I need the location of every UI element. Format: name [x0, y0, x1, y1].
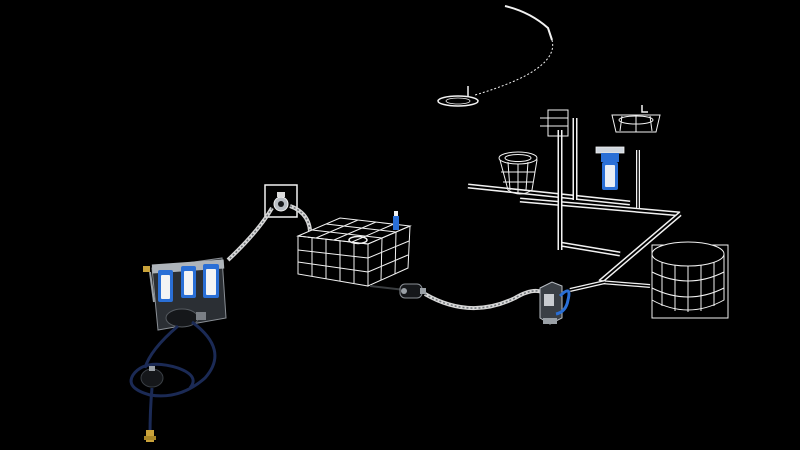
brass-fitting-icon: [144, 430, 156, 442]
pressure-switch-icon: [539, 281, 571, 325]
faucet-spout: [641, 105, 648, 113]
basin-mesh-ring: [651, 271, 725, 282]
basin-mesh-ring: [651, 287, 725, 298]
pipe-horizontal-mid: [519, 197, 681, 217]
tank-grid-line: [380, 237, 383, 281]
filter-cartridge-2: [184, 271, 193, 295]
fitting-nut: [144, 436, 156, 440]
pipe-diagonal: [598, 212, 682, 284]
hose-loop: [143, 324, 179, 369]
filter-head: [595, 146, 625, 154]
pipe-line: [569, 281, 606, 291]
bracket-plate: [547, 109, 569, 137]
hose-path: [424, 288, 543, 310]
accumulator-ball-icon: [140, 366, 164, 388]
pipe-line: [599, 213, 681, 283]
shower-rose-inner: [445, 97, 471, 105]
switch-label: [544, 294, 554, 306]
accumulator-body: [140, 368, 164, 388]
pipe-network: [467, 118, 682, 292]
shower-hose: [474, 39, 554, 96]
toilet-mesh: [525, 161, 529, 191]
faucet-outlet: [278, 201, 284, 207]
pipe-to-basin: [599, 280, 651, 288]
tank-grid-line: [351, 223, 395, 243]
faucet-handle: [277, 192, 285, 197]
pump-icon: [369, 283, 426, 299]
pipe-horizontal-upper: [467, 183, 631, 206]
filter-pump-fitting: [196, 312, 206, 320]
pump-end: [401, 288, 407, 294]
switch-blue-hose: [555, 289, 571, 316]
accumulator-valve: [149, 366, 155, 371]
tank-grid-line: [367, 240, 410, 259]
shower-head-icon: [437, 5, 554, 107]
hose-path: [226, 206, 274, 262]
filter-inlet-fitting: [143, 266, 150, 272]
switch-base: [543, 318, 557, 324]
tank-grid-line: [315, 219, 359, 239]
hose-loop: [129, 320, 217, 398]
filter-cap: [601, 153, 619, 162]
pipe-line: [467, 185, 631, 204]
triple-filter-icon: [143, 257, 227, 331]
pipe-to-switch: [569, 280, 606, 292]
hose-pump-to-switch: [424, 288, 543, 310]
filter-cartridge-1: [161, 275, 170, 299]
filter-cartridge: [605, 165, 615, 187]
tank-grid-top: [311, 219, 397, 243]
bottle-cap: [394, 211, 398, 216]
sink-icon: [611, 105, 661, 133]
shower-rose: [437, 95, 479, 107]
pipe-horizontal-lower: [559, 241, 621, 257]
tank-grid-line: [297, 249, 369, 259]
pipe-line: [519, 199, 681, 215]
toilet-icon: [498, 151, 538, 195]
basin-rim: [651, 241, 725, 267]
pump-cable: [369, 285, 406, 291]
shower-arm: [504, 5, 553, 41]
hose-tail: [148, 387, 154, 437]
sink-mesh: [619, 115, 623, 132]
tank-grid-line: [394, 231, 397, 275]
tank-grid-line: [297, 261, 369, 273]
hose-path-shade: [227, 207, 273, 261]
pipe-line: [599, 281, 651, 287]
filter-cartridge-3: [206, 269, 216, 295]
sink-mesh: [649, 115, 653, 132]
hose-faucet-to-filter: [226, 206, 274, 262]
round-basin-icon: [651, 241, 729, 319]
toilet-bowl-outline: [499, 159, 538, 195]
tank-grid-line: [333, 221, 377, 241]
pipe-line: [559, 243, 621, 255]
bottle-body: [393, 216, 399, 230]
toilet-rim-inner: [504, 154, 532, 162]
wall-bracket-icon: [540, 109, 569, 137]
single-filter-icon: [595, 146, 625, 190]
tank-bottle-icon: [393, 211, 399, 230]
pump-fitting: [420, 288, 426, 294]
tank-grid-front: [297, 238, 369, 283]
filter-gauge-line: [149, 271, 155, 303]
tank-grid-side: [367, 231, 410, 281]
tank-grid-line: [367, 254, 409, 273]
toilet-mesh: [507, 161, 511, 191]
tank-lid: [348, 235, 368, 245]
wireframe-tank-icon: [296, 217, 412, 287]
